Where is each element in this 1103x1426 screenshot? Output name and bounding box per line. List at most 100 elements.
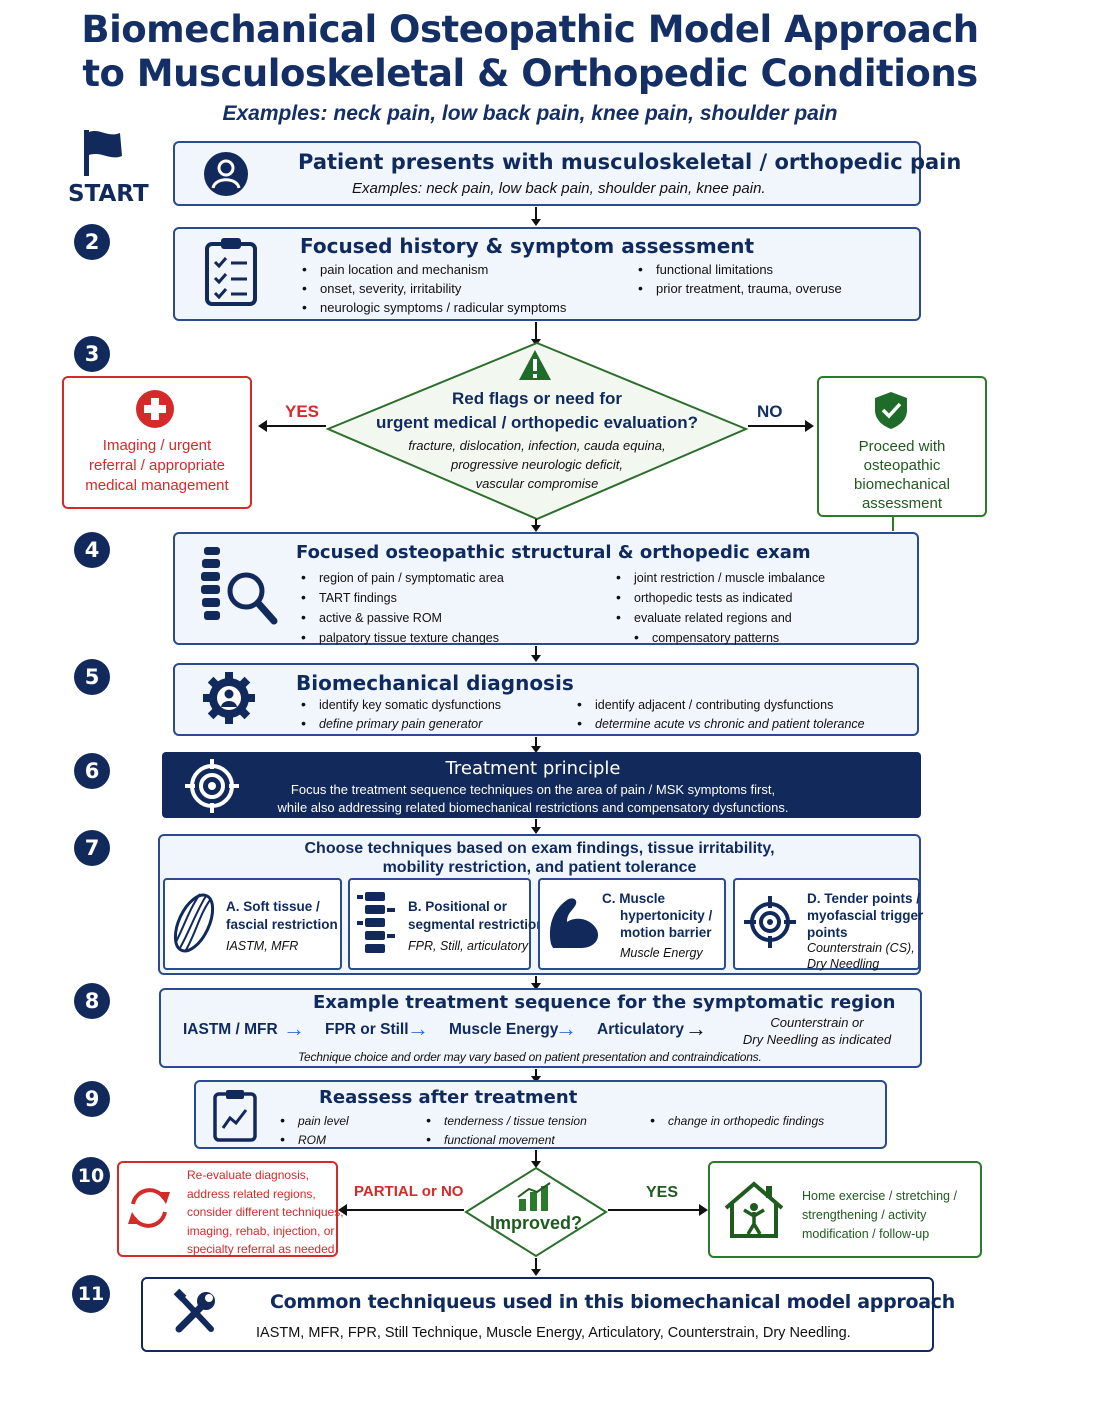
text-line: referral / appropriate (89, 457, 225, 474)
card-a-sub: IASTM, MFR (226, 939, 299, 953)
list-item: TART findings (301, 588, 504, 608)
text-line: Dry Needling as indicated (742, 1032, 892, 1047)
user-icon (204, 152, 248, 196)
sub-line: Dry Needling (807, 957, 880, 971)
arrow-2-3 (531, 322, 541, 346)
yes-arrow-line-2 (608, 1209, 700, 1211)
label-line: fascial restriction (226, 917, 338, 932)
example-line: progressive neurologic deficit, (451, 457, 623, 472)
text-line: Re-evaluate diagnosis, (187, 1168, 310, 1182)
example-line: fracture, dislocation, infection, cauda … (408, 438, 666, 453)
list-item: identify adjacent / contributing dysfunc… (577, 695, 865, 714)
partial-label: PARTIAL or NO (354, 1183, 464, 1200)
label-line: points (807, 925, 848, 940)
text-line: specialty referral as needed (187, 1242, 335, 1256)
list-item: active & passive ROM (301, 608, 504, 628)
text-line: Imaging / urgent (102, 437, 212, 454)
step4-bullets-left: region of pain / symptomatic area TART f… (301, 568, 504, 648)
reevaluate-text: Re-evaluate diagnosis, address related r… (187, 1166, 344, 1259)
text-line: imaging, rehab, injection, or (187, 1223, 335, 1238)
title-line: Choose techniques based on exam findings… (304, 840, 775, 857)
step6-box (162, 752, 921, 818)
urgent-referral-box (62, 376, 252, 509)
step5-bullets-left: identify key somatic dysfunctions define… (301, 695, 501, 733)
page-subtitle: Examples: neck pain, low back pain, knee… (222, 102, 838, 125)
seq-item-3: Muscle Energy (449, 1021, 559, 1038)
step7-number: 7 (74, 830, 110, 866)
yes-arrow-head (258, 420, 267, 432)
step4-title: Focused osteopathic structural & orthope… (296, 542, 811, 563)
arrow-7-8 (531, 976, 541, 990)
home-icon (724, 1181, 784, 1238)
list-item: define primary pain generator (301, 714, 501, 733)
step5-title: Biomechanical diagnosis (296, 671, 574, 695)
gear-person-icon (203, 672, 255, 724)
title-line: mobility restriction, and patient tolera… (382, 859, 697, 876)
text-line: strengthening / activity (802, 1208, 927, 1222)
step10-number: 10 (72, 1157, 110, 1195)
partial-arrow-line (346, 1209, 464, 1211)
flag-icon (84, 130, 122, 176)
seq-item-5: Counterstrain or Dry Needling as indicat… (722, 1014, 912, 1048)
step1-text: Examples: neck pain, low back pain, shou… (352, 180, 766, 197)
list-item: orthopedic tests as indicated (616, 588, 825, 608)
no-arrow-head (805, 420, 814, 432)
step2-number: 2 (74, 224, 110, 260)
text-line: address related regions, (187, 1186, 316, 1201)
text-line: osteopathic (863, 457, 941, 474)
step5-number: 5 (74, 659, 110, 695)
step9-bullets-3: change in orthopedic findings (650, 1111, 824, 1130)
step2-bullets-left: pain location and mechanism onset, sever… (302, 260, 566, 317)
step7-title: Choose techniques based on exam findings… (165, 839, 914, 877)
question-line: urgent medical / orthopedic evaluation? (375, 413, 699, 432)
arrow-6-7 (531, 819, 541, 834)
arrow-5-6 (531, 737, 541, 753)
example-line: vascular compromise (475, 476, 599, 491)
list-item: evaluate related regions and (616, 608, 825, 628)
step8-note: Technique choice and order may vary base… (298, 1050, 762, 1064)
flexed-arm-icon (549, 898, 599, 948)
label-line: C. Muscle (602, 891, 666, 906)
arrow-1-2 (531, 207, 541, 226)
step11-title: Common techniqueus used in this biomecha… (270, 1291, 955, 1313)
arrow-9-10 (531, 1150, 541, 1168)
improved-label: Improved? (489, 1213, 582, 1233)
arrow-8-9 (531, 1069, 541, 1083)
target-icon (185, 759, 239, 813)
step9-bullets-1: pain level ROM (280, 1111, 349, 1149)
label-line: hypertonicity / (620, 908, 713, 923)
text-line: Proceed with (858, 438, 946, 455)
refresh-icon (128, 1188, 170, 1228)
text-line: Counterstrain or (770, 1015, 864, 1030)
label-line: myofascial trigger (807, 908, 924, 923)
step2-title: Focused history & symptom assessment (300, 234, 755, 258)
seq-item-4: Articulatory (597, 1021, 684, 1038)
step6-title: Treatment principle (445, 758, 621, 779)
step9-bullets-2: tenderness / tissue tension functional m… (426, 1111, 587, 1149)
no-label: NO (757, 402, 783, 421)
step4-number: 4 (74, 532, 110, 568)
card-d-sub: Counterstrain (CS), Dry Needling (807, 940, 915, 972)
yes-label: YES (285, 402, 320, 421)
list-item: pain location and mechanism (302, 260, 566, 279)
warning-icon (519, 350, 551, 380)
list-item: palpatory tissue texture changes (301, 628, 504, 648)
list-item: identify key somatic dysfunctions (301, 695, 501, 714)
arrow-4-5 (531, 646, 541, 662)
proceed-assessment-text: Proceed with osteopathic biomechanical a… (819, 437, 985, 513)
medical-cross-icon (136, 390, 174, 428)
question-line: Red flags or need for (451, 389, 623, 408)
yes-label-2: YES (646, 1184, 679, 1201)
step11-number: 11 (72, 1275, 110, 1313)
card-c-label: C. Muscle hypertonicity / motion barrier (602, 890, 712, 941)
step3-question: Red flags or need for urgent medical / o… (337, 387, 737, 435)
spine-segment-icon (357, 892, 395, 953)
spine-magnifier-icon (201, 547, 278, 625)
list-item: pain level (280, 1111, 349, 1130)
decision-diamond (325, 341, 749, 521)
step3-examples: fracture, dislocation, infection, cauda … (337, 436, 737, 493)
label-line: B. Positional or (408, 899, 508, 914)
seq-item-2: FPR or Still (325, 1021, 409, 1038)
text-line: assessment (861, 495, 943, 512)
step9-title: Reassess after treatment (319, 1087, 578, 1108)
